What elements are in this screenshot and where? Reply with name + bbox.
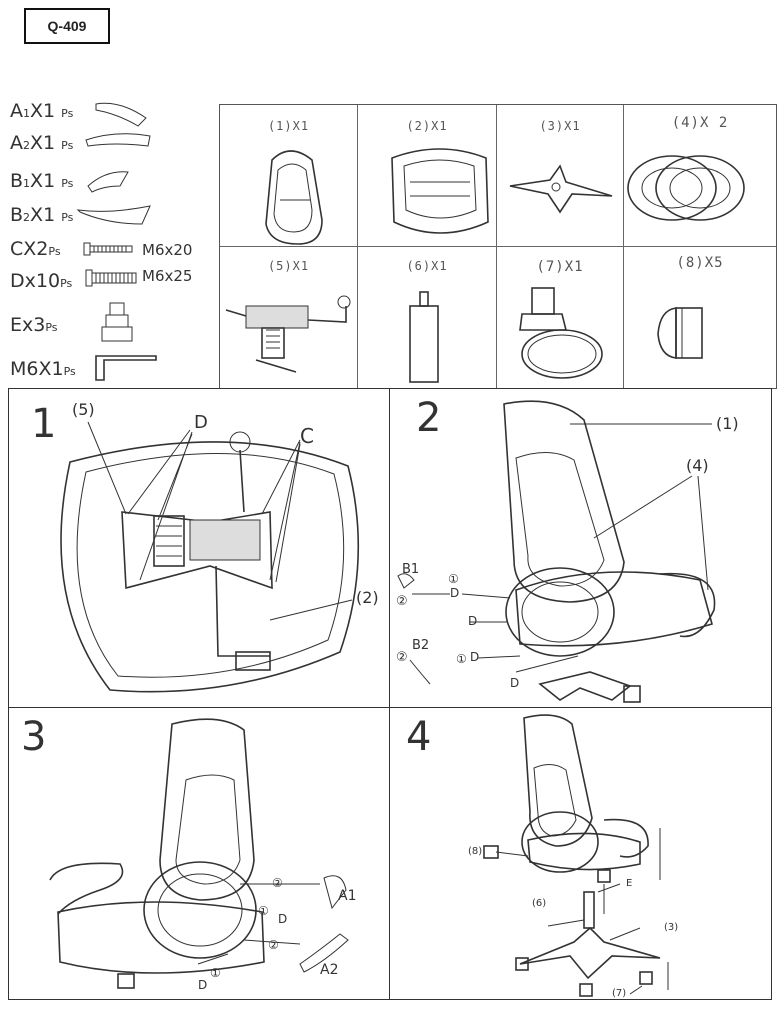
step-2-label-circle-2a: ②: [396, 594, 408, 609]
step-2-label-circle-2b: ②: [396, 650, 408, 665]
step-4-label-cap: (8): [468, 846, 483, 857]
step-2-label-cover-b2: B2: [412, 638, 430, 653]
part-label-7: (7)X1: [536, 259, 584, 275]
part-label-2: (2)X1: [406, 119, 448, 133]
step-number-3: 3: [21, 714, 47, 760]
hardware-a1: A1X1 Ps: [10, 100, 74, 122]
step-3-label-cover-a2: A2: [320, 962, 339, 978]
screw-d-icon: [85, 269, 137, 287]
step-4-label-caster: (7): [612, 988, 627, 999]
step-3-label-d1: D: [278, 912, 288, 926]
step-3-label-d2: D: [198, 978, 208, 992]
step-number-2: 2: [416, 395, 442, 441]
armrest-icon: [627, 155, 745, 221]
step-number-1: 1: [31, 401, 57, 447]
hardware-c: CX2Ps: [10, 238, 61, 260]
hardware-b2: B2X1 Ps: [10, 204, 74, 226]
allen-key-icon: [95, 355, 157, 381]
base-icon: [509, 164, 613, 214]
step-4-label-gas-lift: (6): [532, 898, 547, 909]
step-2-label-d4: D: [510, 676, 520, 690]
step-1-label-seat: (2): [356, 588, 379, 607]
caster-icon: [519, 287, 603, 379]
step-2-label-circle-1a: ①: [448, 572, 459, 586]
hardware-d-size: M6x25: [142, 267, 193, 285]
hardware-a2: A2X1 Ps: [10, 132, 74, 154]
step-3-label-circle-2b: ②: [268, 938, 279, 952]
part-cell-8: (8)X5: [624, 247, 776, 388]
step-2-label-cover-b1: B1: [402, 562, 420, 577]
step-4-label-washer-e: E: [626, 878, 633, 889]
step-3-label-circle-2a: ②: [272, 876, 283, 890]
step-2-label-backrest: (1): [716, 414, 739, 433]
step-2-panel: 2: [390, 388, 772, 708]
cover-a1-icon: [95, 102, 147, 127]
step-1-panel: 1: [8, 388, 390, 708]
part-label-5: (5)X1: [267, 259, 310, 273]
backrest-icon: [265, 150, 323, 245]
part-label-1: (1)X1: [267, 119, 310, 133]
step-2-label-d2: D: [468, 614, 478, 628]
washer-e-icon: [101, 302, 133, 342]
step-1-label-mechanism: (5): [72, 400, 95, 419]
step-2-label-circle-1b: ①: [456, 652, 467, 666]
part-label-6: (6)X1: [406, 259, 448, 273]
step-3-label-circle-1a: ①: [258, 904, 269, 918]
part-cell-5: (5)X1: [220, 247, 358, 388]
part-cell-1: (1)X1: [220, 105, 358, 247]
gas-lift-icon: [409, 291, 439, 383]
step-2-label-armrest: (4): [686, 456, 709, 475]
step-4-panel: 4: [390, 708, 772, 1000]
part-label-4: (4)X 2: [671, 115, 729, 131]
hardware-m6: M6X1Ps: [10, 358, 76, 380]
cover-b2-icon: [76, 205, 151, 225]
step-2-label-d1: D: [450, 586, 460, 600]
hardware-d: Dx10Ps: [10, 270, 73, 292]
step-1-label-screw-c: C: [300, 424, 314, 448]
cover-b1-icon: [87, 171, 129, 193]
part-cell-3: (3)X1: [497, 105, 624, 247]
hardware-b1: B1X1 Ps: [10, 170, 74, 192]
step-4-label-base: (3): [664, 922, 679, 933]
step-3-label-circle-1b: ①: [210, 966, 221, 980]
hardware-c-size: M6x20: [142, 241, 193, 259]
part-label-3: (3)X1: [539, 119, 581, 133]
step-3-label-cover-a1: A1: [338, 888, 357, 904]
mechanism-icon: [225, 295, 351, 373]
seat-icon: [391, 148, 489, 234]
model-number: Q-409: [24, 8, 110, 44]
step-2-label-d3: D: [470, 650, 480, 664]
step-1-label-screw-d: D: [194, 412, 208, 433]
cap-icon: [657, 307, 703, 359]
screw-c-icon: [83, 242, 133, 256]
part-cell-7: (7)X1: [497, 247, 624, 388]
cover-a2-icon: [85, 133, 151, 147]
hardware-e: Ex3Ps: [10, 314, 58, 336]
step-3-panel: 3: [8, 708, 390, 1000]
part-cell-4: (4)X 2: [624, 105, 776, 247]
step-number-4: 4: [406, 714, 432, 760]
part-cell-2: (2)X1: [358, 105, 497, 247]
part-cell-6: (6)X1: [358, 247, 497, 388]
part-label-8: (8)X5: [676, 255, 724, 271]
